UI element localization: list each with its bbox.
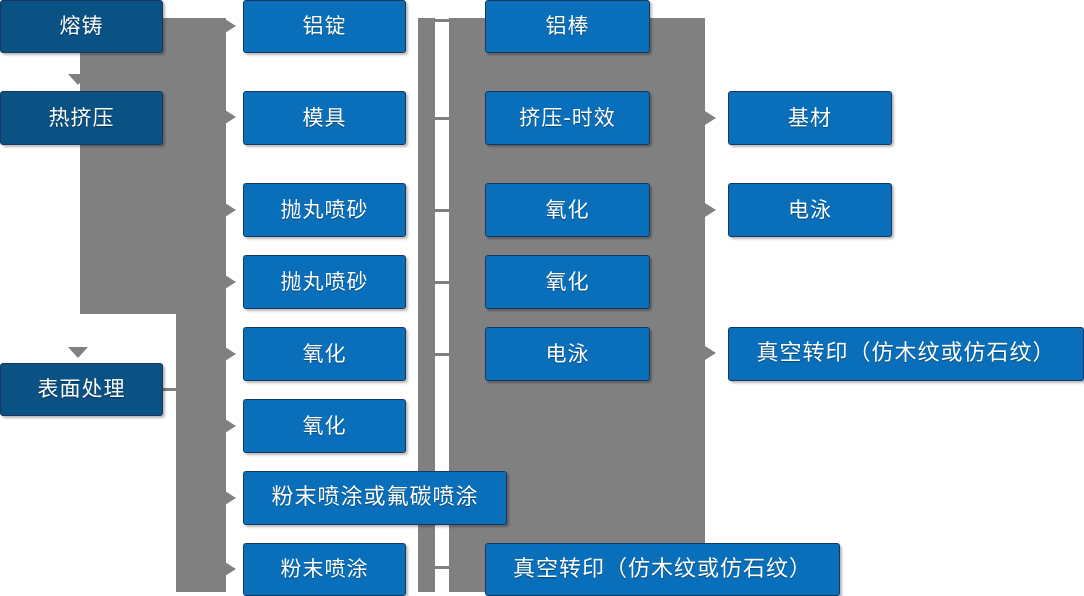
arrow-right-icon-6 (225, 419, 236, 433)
connector-tick-2 (434, 117, 450, 120)
arrow-right-icon-11 (705, 346, 716, 360)
process-box-c3-2[interactable]: 氧化 (485, 183, 650, 237)
arrow-right-icon-7 (225, 491, 236, 505)
arrow-down-icon-extrusion-to-surface (68, 347, 88, 358)
connector-tick-4 (434, 281, 450, 284)
process-label-c3-4: 电泳 (545, 341, 590, 366)
process-label-c2-7: 粉末喷涂 (280, 557, 369, 581)
process-box-c2-4[interactable]: 氧化 (243, 327, 406, 381)
process-box-c3-4[interactable]: 电泳 (485, 327, 650, 381)
process-label-c2-1: 模具 (302, 105, 347, 130)
arrow-right-icon-5 (225, 347, 236, 361)
process-label-c2-2: 抛丸喷砂 (280, 197, 369, 222)
process-box-c4-2[interactable]: 真空转印（仿木纹或仿石纹） (728, 327, 1084, 381)
stage-box-melting[interactable]: 熔铸 (0, 0, 163, 53)
connector-trunk-upper (80, 18, 226, 314)
arrow-right-icon-3 (225, 203, 236, 217)
process-box-c2-3[interactable]: 抛丸喷砂 (243, 255, 406, 309)
process-box-c4-1[interactable]: 电泳 (728, 183, 892, 237)
process-label-c2-4: 氧化 (302, 341, 347, 366)
process-label-c3-0: 铝棒 (545, 14, 590, 38)
arrow-right-icon-9 (705, 111, 716, 125)
arrow-right-icon-10 (705, 203, 716, 217)
arrow-right-icon-8 (225, 562, 236, 576)
process-box-c3-3[interactable]: 氧化 (485, 255, 650, 309)
process-label-c4-0: 基材 (788, 105, 832, 130)
connector-rail-left (418, 18, 435, 592)
connector-tick-3 (434, 209, 450, 212)
process-label-c2-5: 氧化 (302, 413, 347, 438)
stage-label-surface: 表面处理 (37, 377, 126, 401)
stage-box-surface[interactable]: 表面处理 (0, 363, 163, 416)
process-box-c2-7[interactable]: 粉末喷涂 (243, 543, 406, 596)
process-label-c2-6: 粉末喷涂或氟碳喷涂 (271, 485, 479, 510)
process-box-c3-5[interactable]: 真空转印（仿木纹或仿石纹） (485, 543, 840, 596)
connector-tick-5 (434, 353, 450, 356)
connector-tick-6 (434, 566, 450, 569)
process-label-c3-3: 氧化 (545, 269, 590, 294)
process-box-c2-2[interactable]: 抛丸喷砂 (243, 183, 406, 237)
connector-stub-surface (163, 388, 183, 391)
arrow-down-icon-melting-to-extrusion (68, 74, 88, 85)
process-label-c3-2: 氧化 (545, 197, 590, 222)
process-box-c4-0[interactable]: 基材 (728, 91, 892, 145)
process-label-c3-1: 挤压-时效 (519, 105, 616, 130)
process-label-c2-3: 抛丸喷砂 (280, 269, 369, 294)
arrow-right-icon-4 (225, 275, 236, 289)
process-label-c4-1: 电泳 (788, 197, 832, 222)
process-label-c2-0: 铝锭 (302, 14, 347, 38)
connector-trunk-lower (176, 313, 226, 592)
process-box-c3-1[interactable]: 挤压-时效 (485, 91, 650, 145)
process-box-c2-5[interactable]: 氧化 (243, 399, 406, 453)
process-label-c4-2: 真空转印（仿木纹或仿石纹） (756, 341, 1056, 366)
process-label-c3-5: 真空转印（仿木纹或仿石纹） (512, 556, 812, 582)
arrow-right-icon-1 (225, 19, 236, 33)
process-box-c2-0[interactable]: 铝锭 (243, 0, 406, 53)
stage-label-melting: 熔铸 (59, 14, 104, 38)
process-box-c3-0[interactable]: 铝棒 (485, 0, 650, 53)
stage-box-extrusion[interactable]: 热挤压 (0, 91, 163, 145)
process-box-c2-6[interactable]: 粉末喷涂或氟碳喷涂 (243, 471, 507, 525)
process-box-c2-1[interactable]: 模具 (243, 91, 406, 145)
connector-tick-1 (434, 19, 450, 22)
arrow-right-icon-2 (225, 110, 236, 124)
stage-label-extrusion: 热挤压 (48, 105, 115, 130)
